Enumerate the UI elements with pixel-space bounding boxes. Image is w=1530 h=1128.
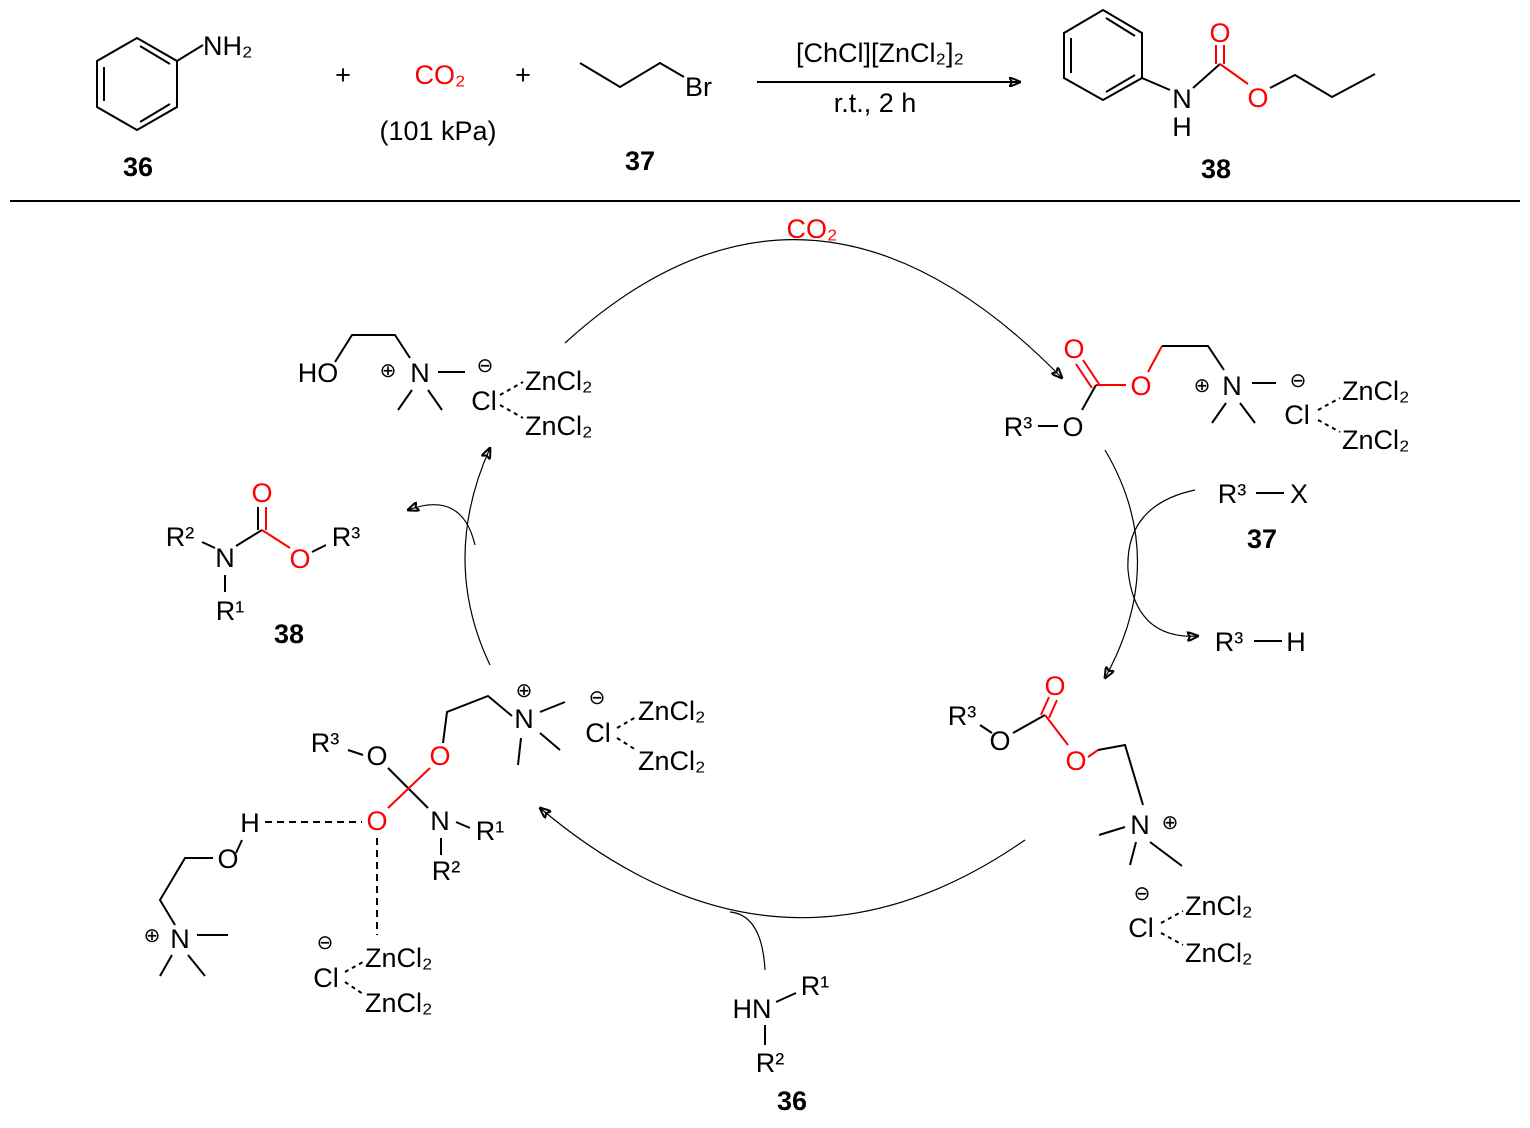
zinc-chloride: ZnCl₂ [1185,938,1253,968]
r2-group: R² [432,856,461,886]
oxygen-atom: O [1062,412,1083,442]
aniline-structure: NH₂ 36 [96,31,252,182]
nitrogen-atom: N [430,806,450,836]
amine-group: NH₂ [203,31,252,61]
carbonyl-oxygen: O [1209,18,1230,48]
chloride: Cl [471,386,497,416]
product-release-arrow [408,505,476,546]
cycle-arrow-top [564,239,1062,378]
r2-group: R² [166,522,195,552]
tetrahedral-intermediate: R³ O O O N ⊕ N ⊖ Cl ZnCl₂ ZnCl₂ R¹ R² H … [144,680,706,1018]
zinc-chloride: ZnCl₂ [1185,891,1253,921]
plus-charge-icon: ⊕ [380,360,397,382]
minus-charge-icon: ⊖ [1134,883,1151,905]
carbamate-product-38: R² N O O R³ R¹ 38 [166,478,361,649]
zinc-chloride: ZnCl₂ [525,411,593,441]
chloride: Cl [313,963,339,993]
byproduct-r3h: R³ H [1215,627,1306,657]
compound-label-36: 36 [777,1086,807,1116]
carbonyl-oxygen: O [251,478,272,508]
substitution-arrow [1127,489,1198,636]
conditions-label: r.t., 2 h [834,88,917,118]
zinc-chloride: ZnCl₂ [525,366,593,396]
minus-charge-icon: ⊖ [477,355,494,377]
compound-label-36: 36 [123,152,153,182]
nitrogen-atom: N [514,704,534,734]
cycle-arrow-bottom [540,808,1026,919]
cycle-arrow-right [1105,449,1139,678]
zinc-chloride: ZnCl₂ [638,696,706,726]
nitrogen-atom: N [1222,371,1242,401]
chloride: Cl [585,718,611,748]
r3-group: R³ [1004,412,1033,442]
nitrogen-atom: N [1130,810,1150,840]
amine-nh: HN [733,994,772,1024]
compound-label-37: 37 [625,146,655,176]
zinc-chloride: ZnCl₂ [638,746,706,776]
nitrogen-atom: N [1172,84,1192,114]
plus-charge-icon: ⊕ [1162,812,1179,834]
ester-oxygen: O [289,544,310,574]
minus-charge-icon: ⊖ [589,687,606,709]
co2-pressure: (101 kPa) [379,116,496,146]
carbonate-intermediate-1: O O ⊕ N ⊖ Cl ZnCl₂ ZnCl₂ R³ O [1004,334,1410,455]
zinc-chloride: ZnCl₂ [365,988,433,1018]
nitrogen-atom: N [215,543,235,573]
minus-charge-icon: ⊖ [1290,370,1307,392]
compound-label-38: 38 [274,619,304,649]
r3-group: R³ [948,701,977,731]
amine-36: HN R¹ R² 36 [733,971,830,1116]
hydrogen-atom: H [1286,627,1306,657]
r3-group: R³ [332,522,361,552]
r2-group: R² [756,1048,785,1078]
hydrogen-atom: H [240,808,260,838]
hydroxyl-group: HO [298,358,339,388]
zinc-chloride: ZnCl₂ [1342,376,1410,406]
plus-charge-icon: ⊕ [144,925,161,947]
ester-oxygen: O [1065,746,1086,776]
compound-label-38: 38 [1201,154,1231,184]
nitrogen-atom: N [410,358,430,388]
carbonyl-oxygen: O [1044,671,1065,701]
plus-charge-icon: ⊕ [516,680,533,702]
plus-charge-icon: ⊕ [1194,375,1211,397]
plus-sign: + [335,60,351,90]
zinc-chloride: ZnCl₂ [365,943,433,973]
r1-group: R¹ [801,971,830,1001]
chloride: Cl [1284,400,1310,430]
compound-label-37: 37 [1247,524,1277,554]
amine-input-arrow [729,911,766,971]
nitrogen-atom: N [170,924,190,954]
carbonate-intermediate-2: R³ O O O N ⊕ ⊖ Cl ZnCl₂ ZnCl₂ [948,671,1253,968]
r3-group: R³ [1215,627,1244,657]
ester-oxygen: O [1130,371,1151,401]
r1-group: R¹ [476,816,505,846]
r3-group: R³ [311,728,340,758]
oxygen-atom: O [366,741,387,771]
chloride: Cl [1128,913,1154,943]
oxygen-atom: O [217,844,238,874]
plus-sign: + [515,60,531,90]
zinc-chloride: ZnCl₂ [1342,425,1410,455]
ester-oxygen: O [1247,83,1268,113]
oxygen-atom: O [989,726,1010,756]
ester-oxygen: O [429,741,450,771]
minus-charge-icon: ⊖ [317,932,334,954]
r1-group: R¹ [216,596,245,626]
hydrogen-atom: H [1172,112,1192,142]
alkyl-halide-37: R³ X 37 [1218,479,1308,554]
carbonyl-oxygen: O [1063,334,1084,364]
bromine-atom: Br [685,72,712,102]
catalyst-label: [ChCl][ZnCl₂]₂ [796,38,964,68]
catalyst-chcl-zncl2: HO ⊕ N ⊖ Cl ZnCl₂ ZnCl₂ [298,334,593,441]
carbamate-product-structure: N H O O 38 [1063,8,1376,184]
halide-atom: X [1290,479,1308,509]
co2-reagent: CO₂ [415,60,466,90]
propyl-bromide-structure: Br 37 [579,61,712,176]
alkoxide-oxygen: O [366,806,387,836]
cycle-arrow-left [464,448,490,666]
r3-group: R³ [1218,479,1247,509]
